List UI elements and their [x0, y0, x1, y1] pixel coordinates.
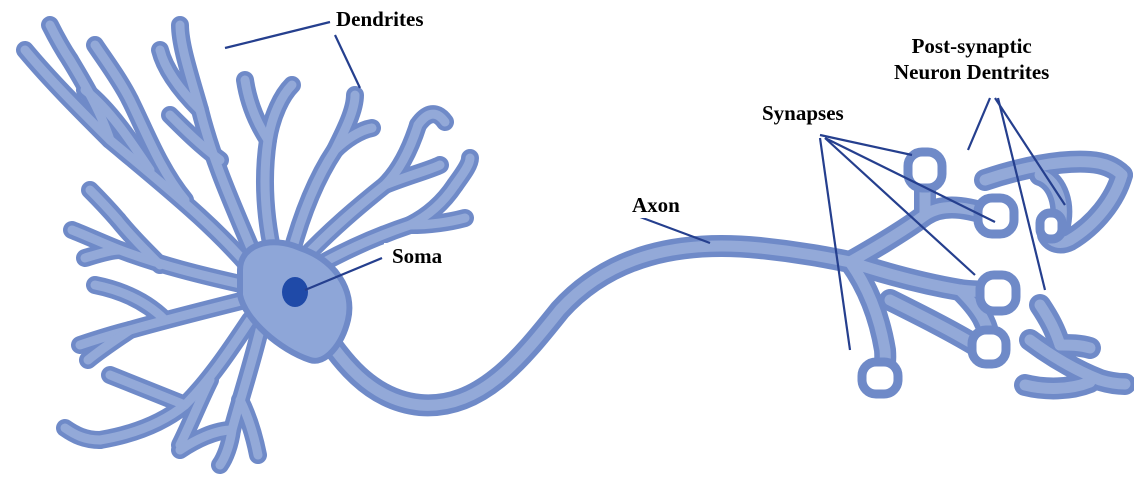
synapses-leader: [820, 138, 850, 350]
post-synaptic-leader: [995, 98, 1065, 205]
terminal-bouton: [972, 330, 1006, 364]
axon-label-text: Axon: [632, 192, 680, 218]
post-synaptic-label: Post-synaptic Neuron Dentrites: [894, 33, 1049, 85]
post-synaptic-leader: [998, 98, 1045, 290]
terminal-bouton: [1040, 213, 1062, 239]
nucleus: [282, 277, 308, 307]
terminal-bouton: [980, 275, 1016, 311]
post-synaptic-label-line1: Post-synaptic: [894, 33, 1049, 59]
synapses-label-text: Synapses: [762, 100, 844, 126]
axon-label: Axon: [626, 192, 686, 218]
post-synaptic-label-line2: Neuron Dentrites: [894, 59, 1049, 85]
post-synaptic-leader: [968, 98, 990, 150]
soma-label-text: Soma: [392, 243, 442, 269]
synapses-label: Synapses: [762, 100, 844, 126]
synapses-leader: [825, 138, 995, 222]
dendrites-leader: [225, 22, 330, 48]
axon-leader: [632, 214, 710, 243]
soma-label: Soma: [384, 243, 450, 269]
dendrites-label-text: Dendrites: [336, 6, 424, 32]
terminal-bouton: [862, 362, 898, 394]
dendrites-leader: [335, 35, 360, 88]
dendrites-label: Dendrites: [336, 6, 424, 32]
